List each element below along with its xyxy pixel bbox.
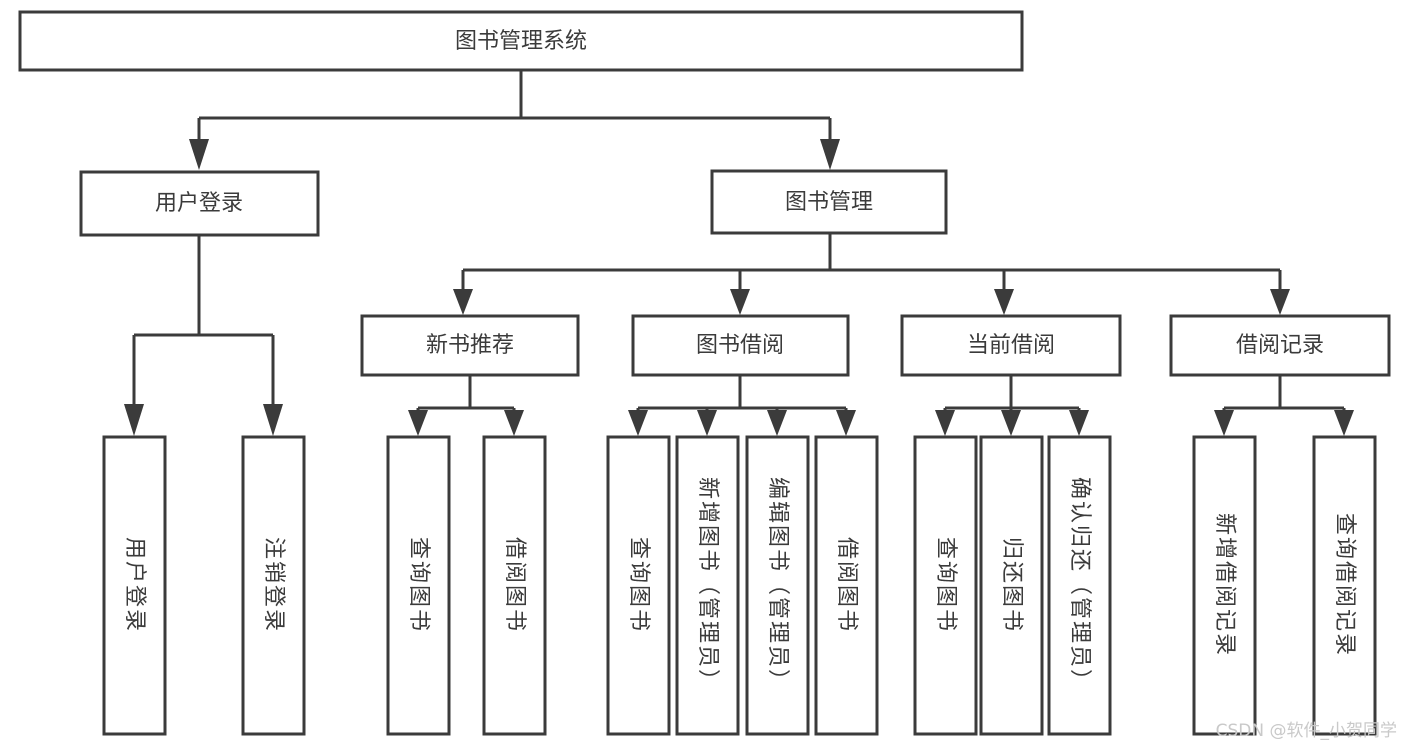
node-leaf-borrow-book-2[interactable]: 借阅图书	[814, 435, 879, 736]
arrowhead-leaf-borrow-book-2	[836, 410, 856, 436]
node-borrow[interactable]: 图书借阅	[631, 314, 850, 377]
node-leaf-query-book-3[interactable]: 查询图书	[913, 435, 978, 736]
node-leaf-borrow-book-1[interactable]: 借阅图书	[482, 435, 547, 736]
node-leaf-query-record-box[interactable]	[1312, 435, 1377, 736]
node-leaf-borrow-book-2-label: 借阅图书	[834, 537, 859, 633]
csdn-watermark: CSDN @软件_小贺同学	[1215, 721, 1397, 741]
node-leaf-borrow-book-2-box[interactable]	[814, 435, 879, 736]
arrowhead-leaf-user-logout	[263, 404, 283, 436]
arrowhead-login	[189, 139, 209, 170]
node-leaf-edit-book[interactable]: 编辑图书（管理员）	[745, 435, 810, 736]
node-root-box[interactable]	[18, 10, 1024, 72]
node-leaf-query-book-3-label: 查询图书	[933, 537, 958, 633]
node-leaf-add-record-label: 新增借阅记录	[1212, 513, 1237, 657]
node-leaf-query-book-2[interactable]: 查询图书	[606, 435, 671, 736]
node-records-box[interactable]	[1169, 314, 1391, 377]
node-leaf-user-logout-box[interactable]	[241, 435, 306, 736]
node-leaf-confirm-return-label: 确认归还（管理员）	[1067, 477, 1092, 693]
node-login-label: 用户登录	[155, 191, 243, 216]
node-bookmgmt[interactable]: 图书管理	[710, 169, 948, 235]
arrowhead-leaf-query-book-2	[628, 410, 648, 436]
node-current-label: 当前借阅	[967, 333, 1055, 358]
node-login[interactable]: 用户登录	[79, 170, 320, 237]
node-leaf-confirm-return-box[interactable]	[1047, 435, 1112, 736]
arrowhead-current	[994, 289, 1014, 315]
arrowhead-leaf-query-record	[1334, 410, 1354, 436]
arrowhead-records	[1270, 289, 1290, 315]
arrowhead-leaf-return-book	[1001, 410, 1021, 436]
node-leaf-return-book[interactable]: 归还图书	[979, 435, 1044, 736]
node-leaf-return-book-box[interactable]	[979, 435, 1044, 736]
node-leaf-edit-book-box[interactable]	[745, 435, 810, 736]
node-bookmgmt-box[interactable]	[710, 169, 948, 235]
arrowhead-newbook	[453, 289, 473, 315]
node-records[interactable]: 借阅记录	[1169, 314, 1391, 377]
arrowhead-leaf-borrow-book-1	[504, 410, 524, 436]
node-leaf-confirm-return[interactable]: 确认归还（管理员）	[1047, 435, 1112, 736]
node-newbook[interactable]: 新书推荐	[360, 314, 580, 377]
node-leaf-query-book-1-label: 查询图书	[406, 537, 431, 633]
node-leaf-user-logout-label: 注销登录	[261, 537, 286, 633]
node-leaf-query-book-1[interactable]: 查询图书	[386, 435, 451, 736]
node-login-box[interactable]	[79, 170, 320, 237]
node-leaf-borrow-book-1-label: 借阅图书	[502, 537, 527, 633]
arrowhead-leaf-confirm-return	[1069, 410, 1089, 436]
node-newbook-label: 新书推荐	[426, 333, 514, 358]
node-leaf-query-book-2-box[interactable]	[606, 435, 671, 736]
node-current[interactable]: 当前借阅	[900, 314, 1122, 377]
node-current-box[interactable]	[900, 314, 1122, 377]
node-leaf-query-record-label: 查询借阅记录	[1332, 513, 1357, 657]
node-leaf-user-logout[interactable]: 注销登录	[241, 435, 306, 736]
node-leaf-query-book-3-box[interactable]	[913, 435, 978, 736]
connectors	[124, 70, 1354, 436]
node-leaf-borrow-book-1-box[interactable]	[482, 435, 547, 736]
node-root-label: 图书管理系统	[455, 29, 587, 54]
node-leaf-return-book-label: 归还图书	[999, 537, 1024, 633]
arrowhead-leaf-add-book	[697, 410, 717, 436]
arrowhead-leaf-query-book-1	[408, 410, 428, 436]
node-leaf-user-login-box[interactable]	[102, 435, 167, 736]
node-borrow-label: 图书借阅	[696, 333, 784, 358]
arrowhead-leaf-query-book-3	[935, 410, 955, 436]
node-leaf-edit-book-label: 编辑图书（管理员）	[765, 477, 790, 693]
node-records-label: 借阅记录	[1236, 333, 1324, 358]
arrowhead-leaf-add-record	[1214, 410, 1234, 436]
arrowhead-leaf-user-login	[124, 404, 144, 436]
arrowhead-borrow	[730, 289, 750, 315]
node-root[interactable]: 图书管理系统	[18, 10, 1024, 72]
node-leaf-add-book[interactable]: 新增图书（管理员）	[675, 435, 740, 736]
node-leaf-query-record[interactable]: 查询借阅记录	[1312, 435, 1377, 736]
node-leaf-user-login[interactable]: 用户登录	[102, 435, 167, 736]
node-bookmgmt-label: 图书管理	[785, 190, 873, 215]
node-leaf-add-book-box[interactable]	[675, 435, 740, 736]
arrowhead-leaf-edit-book	[767, 410, 787, 436]
node-leaf-user-login-label: 用户登录	[122, 537, 147, 633]
node-leaf-query-book-1-box[interactable]	[386, 435, 451, 736]
node-borrow-box[interactable]	[631, 314, 850, 377]
node-leaf-add-book-label: 新增图书（管理员）	[695, 477, 720, 693]
node-leaf-query-book-2-label: 查询图书	[626, 537, 651, 633]
node-newbook-box[interactable]	[360, 314, 580, 377]
node-leaf-add-record-box[interactable]	[1192, 435, 1257, 736]
node-leaf-add-record[interactable]: 新增借阅记录	[1192, 435, 1257, 736]
arrowhead-bookmgmt	[820, 139, 840, 170]
